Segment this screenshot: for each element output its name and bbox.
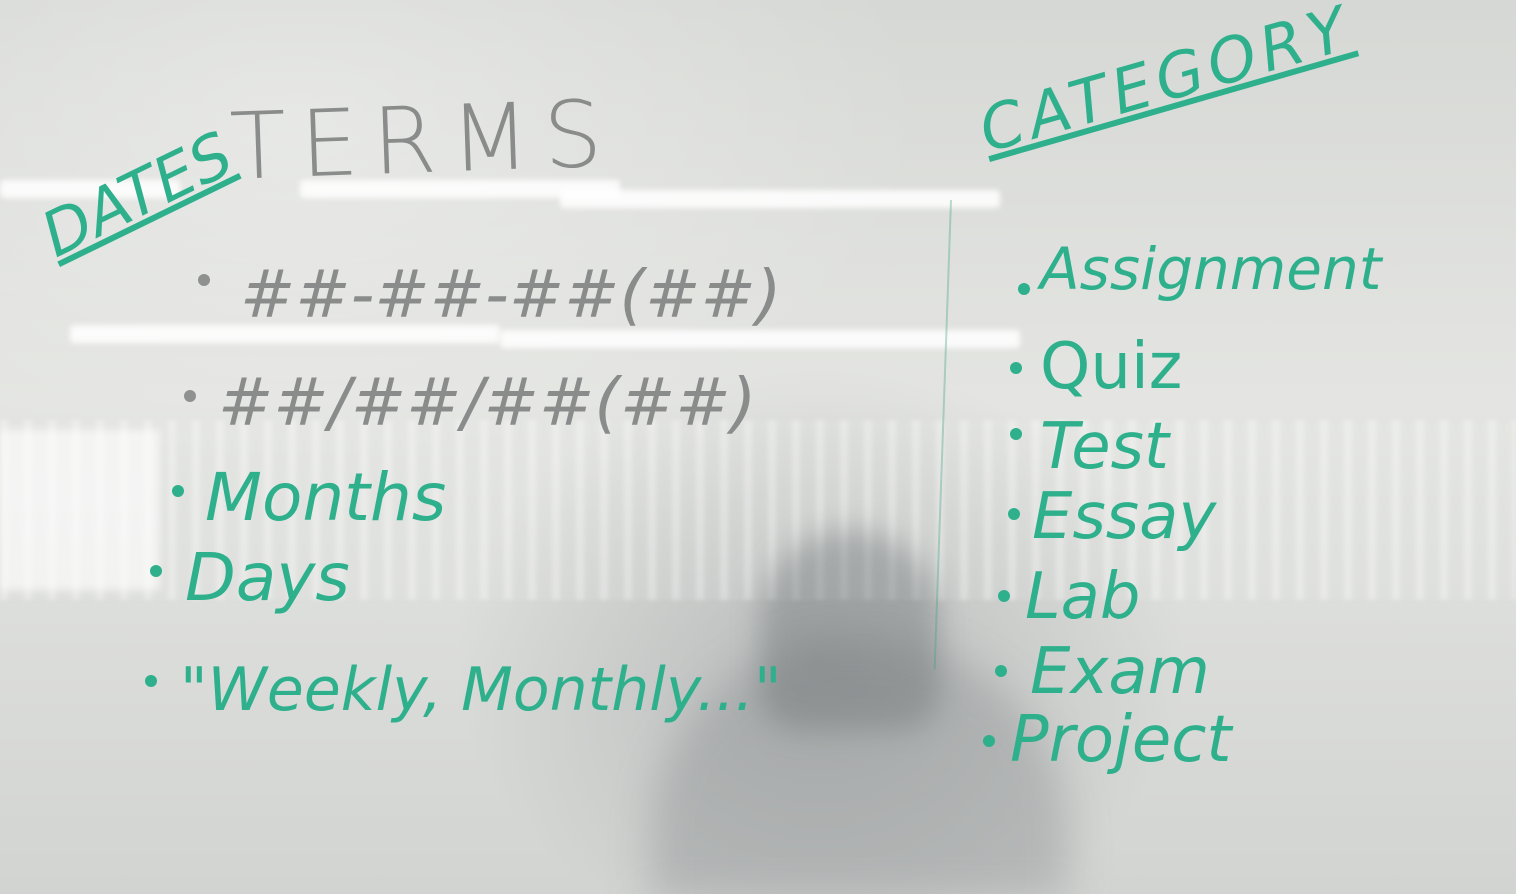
bullet xyxy=(184,390,196,402)
bullet xyxy=(1010,362,1022,374)
date-format-item: ##/##/##(##) xyxy=(218,364,757,441)
bullet xyxy=(983,735,995,747)
bullet xyxy=(995,665,1007,677)
board-title: TERMS xyxy=(228,80,618,201)
window-glare-left xyxy=(0,430,160,590)
bullet xyxy=(145,675,157,687)
category-item: Assignment xyxy=(1040,235,1382,303)
bullet xyxy=(998,590,1010,602)
ceiling-light-reflection xyxy=(560,190,1000,208)
bullet xyxy=(1008,508,1020,520)
person-reflection-head xyxy=(760,530,940,730)
bullet xyxy=(198,274,210,286)
date-format-item: ##-##-##(##) xyxy=(240,256,782,333)
bullet xyxy=(172,485,184,497)
category-heading: CATEGORY xyxy=(971,0,1361,167)
date-term-item: Months xyxy=(205,459,447,536)
category-item: Test xyxy=(1040,410,1169,484)
category-item: Exam xyxy=(1030,635,1210,709)
column-divider xyxy=(933,200,952,670)
date-term-item: "Weekly, Monthly..." xyxy=(180,655,782,725)
category-item: Lab xyxy=(1025,560,1141,634)
dates-heading: DATES xyxy=(30,117,244,272)
bullet xyxy=(1010,428,1022,440)
bullet xyxy=(1018,283,1030,295)
category-item: Quiz xyxy=(1040,330,1183,404)
category-item: Project xyxy=(1010,703,1232,777)
category-item: Essay xyxy=(1032,480,1217,554)
bullet xyxy=(150,565,162,577)
date-term-item: Days xyxy=(185,539,350,616)
